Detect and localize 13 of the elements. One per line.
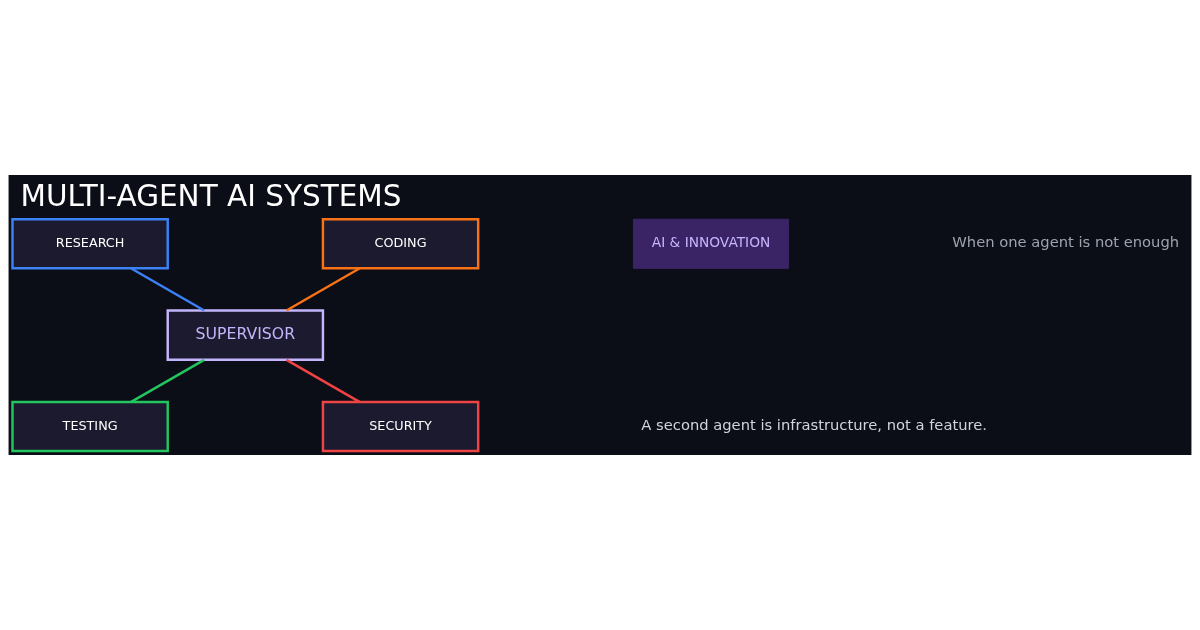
node-box: TESTING [11, 400, 169, 453]
node-box: CODING [321, 218, 480, 270]
diagram-title: MULTI-AGENT AI SYSTEMS [20, 179, 402, 214]
node-box: RESEARCH [11, 218, 169, 270]
connector [130, 267, 205, 312]
node-box: SECURITY [321, 400, 480, 453]
connector [285, 267, 360, 312]
label: When one agent is not enough [952, 233, 1180, 251]
caption: A second agent is infrastructure, not a feature. [641, 415, 988, 433]
connector [130, 358, 205, 403]
node-box: SUPERVISOR [166, 309, 325, 361]
connector [285, 358, 361, 403]
label: AI & INNOVATION [651, 234, 771, 251]
